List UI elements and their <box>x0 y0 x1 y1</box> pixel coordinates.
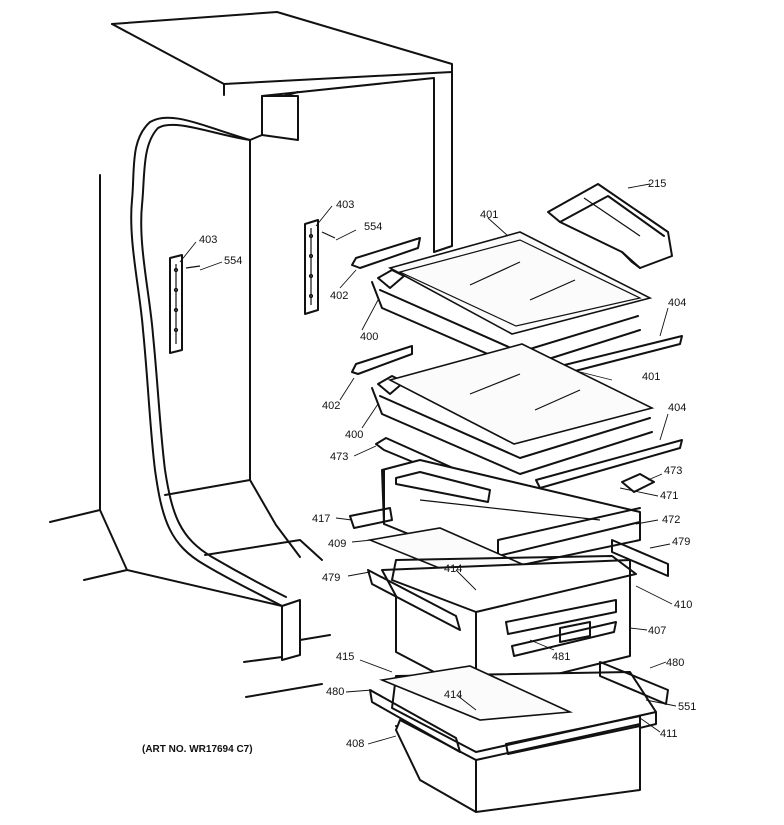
part-label-471: 471 <box>660 490 678 502</box>
part-label-554-left: 554 <box>224 255 242 267</box>
part-labels: 215 401 403 554 403 554 402 400 404 401 … <box>199 178 696 750</box>
part-label-409: 409 <box>328 538 346 550</box>
part-label-404-middle: 404 <box>668 402 686 414</box>
part-label-472: 472 <box>662 514 680 526</box>
part-label-414-lower: 414 <box>444 689 462 701</box>
cabinet-body <box>49 11 453 698</box>
part-label-481: 481 <box>552 651 570 663</box>
part-label-402-upper: 402 <box>330 290 348 302</box>
side-rail-left <box>169 254 201 354</box>
part-label-480-right: 480 <box>666 657 684 669</box>
part-label-551: 551 <box>678 701 696 713</box>
part-label-403-right: 403 <box>336 199 354 211</box>
leader-lines <box>179 183 677 745</box>
part-label-479-left: 479 <box>322 572 340 584</box>
part-label-401-upper: 401 <box>480 209 498 221</box>
shelf-upper <box>351 231 683 381</box>
part-label-404-upper: 404 <box>668 297 686 309</box>
part-label-479-right: 479 <box>672 536 690 548</box>
crisper-drawer-lower <box>369 661 669 813</box>
part-label-408: 408 <box>346 738 364 750</box>
part-label-407: 407 <box>648 625 666 637</box>
part-label-400-middle: 400 <box>345 429 363 441</box>
part-label-411: 411 <box>660 728 678 740</box>
part-label-415: 415 <box>336 651 354 663</box>
door-bin <box>547 183 673 269</box>
part-label-473-right: 473 <box>664 465 682 477</box>
art-number: (ART NO. WR17694 C7) <box>142 744 253 755</box>
part-label-403-left: 403 <box>199 234 217 246</box>
part-label-554-right: 554 <box>364 221 382 233</box>
part-label-417: 417 <box>312 513 330 525</box>
part-label-215: 215 <box>648 178 666 190</box>
shelf-middle <box>351 343 683 489</box>
part-label-414-upper: 414 <box>444 563 462 575</box>
part-label-402-middle: 402 <box>322 400 340 412</box>
part-label-473-left: 473 <box>330 451 348 463</box>
part-label-410: 410 <box>674 599 692 611</box>
side-rail-right <box>304 219 336 315</box>
part-label-480-left: 480 <box>326 686 344 698</box>
part-label-401-middle: 401 <box>642 371 660 383</box>
part-label-400-upper: 400 <box>360 331 378 343</box>
